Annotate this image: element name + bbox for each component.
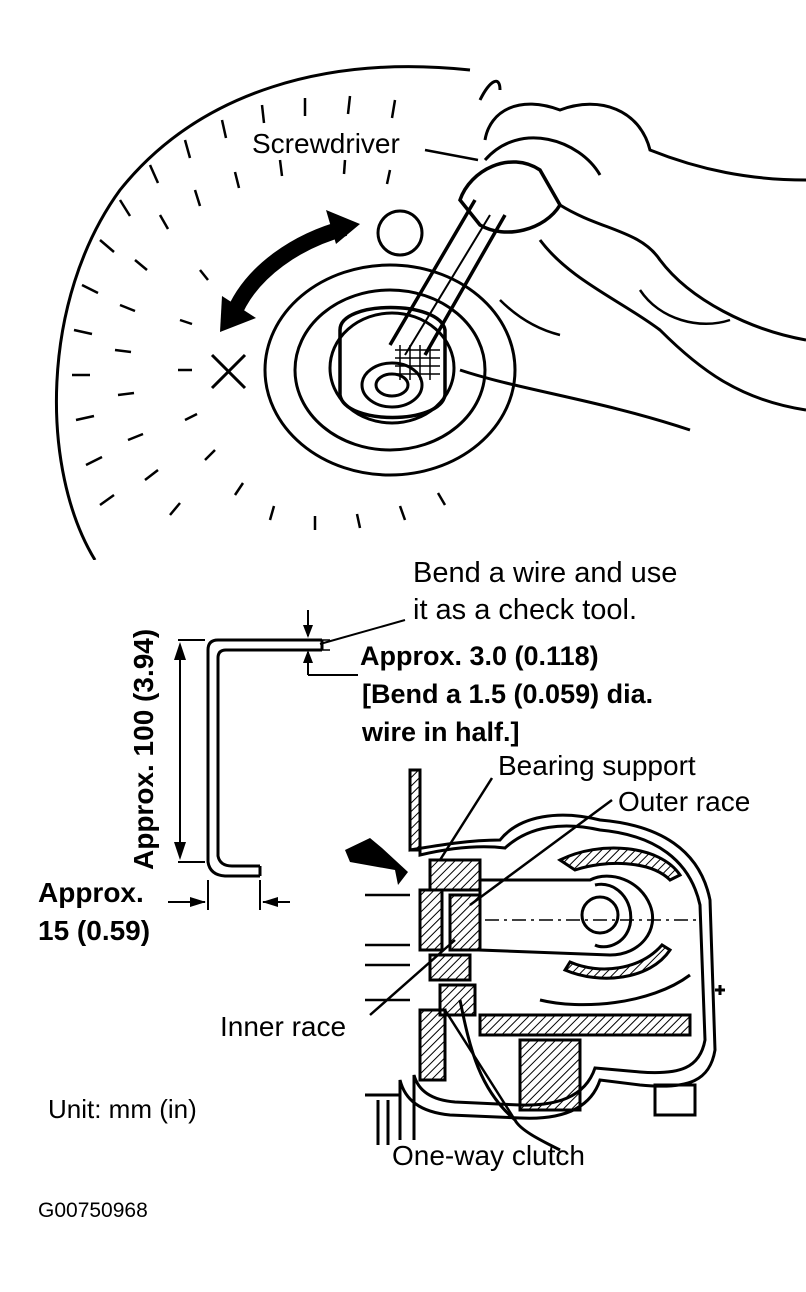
screwdriver-label: Screwdriver	[252, 128, 400, 159]
approx-15-label-line1: Approx.	[38, 877, 144, 908]
figure-id: G00750968	[38, 1199, 148, 1222]
bearing-support-label: Bearing support	[498, 750, 696, 781]
one-way-clutch-label: One-way clutch	[392, 1140, 585, 1171]
bend-wire-note-line1: Bend a wire and use	[413, 557, 678, 589]
inner-race-label: Inner race	[220, 1011, 347, 1042]
bend-dia-note-line2: wire in half.]	[362, 717, 520, 747]
approx-100-label: Approx. 100 (3.94)	[128, 628, 159, 870]
approx-3-label: Approx. 3.0 (0.118)	[360, 641, 599, 671]
bend-wire-note-line2: it as a check tool.	[413, 594, 638, 626]
approx-15-label-line2: 15 (0.59)	[38, 915, 151, 946]
torque-converter-illustration	[55, 65, 806, 560]
outer-race-label: Outer race	[618, 786, 751, 817]
unit-note: Unit: mm (in)	[48, 1094, 197, 1124]
bend-dia-note-line1: [Bend a 1.5 (0.059) dia.	[362, 679, 654, 709]
